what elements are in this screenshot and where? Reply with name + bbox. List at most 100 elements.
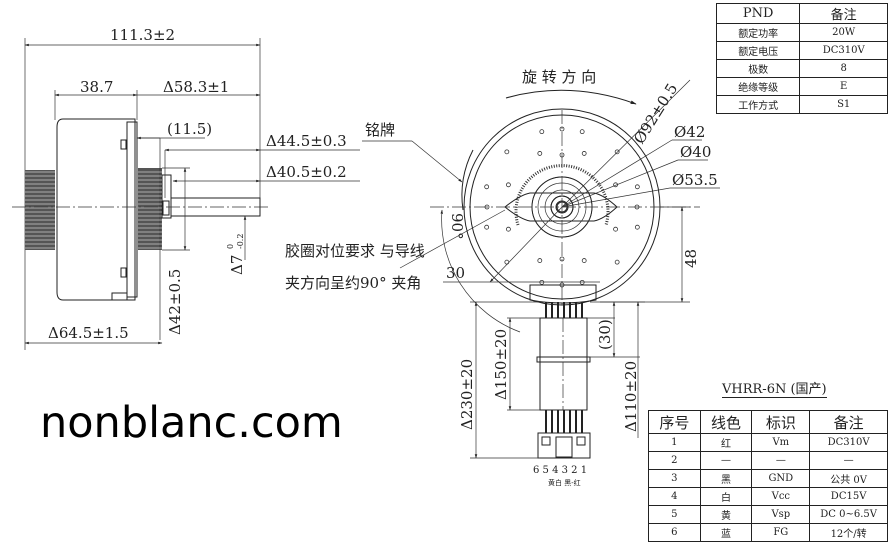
offset-label: (11.5) bbox=[167, 120, 212, 138]
rotation-direction-label: 旋 转 方 向 bbox=[522, 68, 596, 86]
table-cell: 5 bbox=[648, 505, 701, 524]
dim-44-label: Δ44.5±0.3 bbox=[266, 132, 347, 150]
cable-sleeve bbox=[539, 317, 588, 411]
dim-40-label: Δ40.5±0.2 bbox=[266, 163, 347, 181]
column-header: 备注 bbox=[799, 3, 888, 24]
dim-42-label: Δ42±0.5 bbox=[166, 269, 184, 335]
dim-64-label: Δ64.5±1.5 bbox=[48, 324, 129, 342]
pin-colors: 黄白 黑-红 bbox=[548, 478, 581, 487]
table-cell: 黑 bbox=[699, 469, 753, 488]
table-cell: 8 bbox=[799, 59, 888, 78]
cable-30-label: (30) bbox=[596, 319, 614, 350]
table-cell: 额定功率 bbox=[715, 23, 801, 42]
shaft-side-length-label: Δ58.3±1 bbox=[163, 78, 229, 96]
hole bbox=[504, 259, 510, 265]
hole bbox=[634, 224, 640, 230]
hole bbox=[506, 182, 511, 188]
table-cell: GND bbox=[751, 469, 811, 488]
table-row: 2——— bbox=[648, 451, 888, 470]
table-cell: 白 bbox=[699, 487, 753, 506]
table-cell: 额定电压 bbox=[715, 41, 801, 60]
rotation-arrow bbox=[505, 89, 637, 105]
table-cell: DC310V bbox=[809, 433, 888, 452]
table-cell: 12个/转 bbox=[809, 523, 888, 542]
table-cell: DC15V bbox=[809, 487, 888, 506]
table-cell: — bbox=[809, 451, 888, 470]
table-cell: FG bbox=[751, 523, 811, 542]
table-cell: — bbox=[751, 451, 811, 470]
hole bbox=[581, 151, 587, 156]
watermark: nonblanc.com bbox=[40, 398, 343, 448]
column-header: 序号 bbox=[648, 410, 701, 434]
table-cell: 黄 bbox=[699, 505, 753, 524]
table-cell: E bbox=[799, 77, 888, 96]
hole bbox=[504, 149, 510, 155]
cable-bracket bbox=[529, 284, 597, 304]
hole bbox=[537, 151, 543, 156]
angle-90-label: 90° bbox=[448, 213, 466, 240]
hole bbox=[539, 129, 545, 135]
table-cell: 极数 bbox=[715, 59, 801, 78]
cable-150-label: Δ150±20 bbox=[492, 329, 510, 400]
shaft-tol-upper: 0 bbox=[226, 244, 235, 249]
hole bbox=[614, 149, 620, 155]
cable-230-label: Δ230±20 bbox=[458, 359, 476, 430]
front-knurled-hub bbox=[138, 168, 162, 250]
pin-numbers: 6 5 4 3 2 1 bbox=[533, 465, 587, 476]
motor-body bbox=[56, 118, 136, 301]
table-cell: 3 bbox=[648, 469, 701, 488]
lead-wires bbox=[545, 302, 583, 433]
shaft-dia-label: Δ7 bbox=[228, 255, 246, 275]
connector-plug bbox=[537, 432, 591, 459]
dim-48-label: 48 bbox=[682, 249, 700, 268]
grommet-note-line1: 胶圈对位要求 与导线 bbox=[285, 242, 425, 260]
hole bbox=[581, 258, 587, 263]
table-cell: Vm bbox=[751, 433, 811, 452]
table-cell: 红 bbox=[699, 433, 753, 452]
nameplate-label: 铭牌 bbox=[365, 121, 395, 139]
nameplate-leader bbox=[411, 140, 463, 183]
table-cell: Vsp bbox=[751, 505, 811, 524]
hole bbox=[537, 258, 543, 263]
table-cell: DC 0~6.5V bbox=[809, 505, 888, 524]
hole bbox=[614, 259, 620, 265]
dim-30-label: 30 bbox=[446, 264, 465, 282]
table-cell: Vcc bbox=[751, 487, 811, 506]
column-header: 标识 bbox=[751, 410, 811, 434]
hole bbox=[613, 226, 618, 232]
table-cell: S1 bbox=[799, 95, 888, 114]
body-length-label: 38.7 bbox=[80, 78, 113, 96]
hole bbox=[634, 184, 640, 190]
side-view: 111.3±2 38.7 Δ58.3±1 (11.5) Δ44.5±0.3 bbox=[12, 26, 360, 350]
hole bbox=[579, 129, 585, 135]
table-cell: 工作方式 bbox=[715, 95, 801, 114]
dia-53-label: Ø53.5 bbox=[672, 171, 718, 189]
shaft-tol-lower: -0.2 bbox=[236, 234, 245, 249]
table-cell: 绝缘等级 bbox=[715, 77, 801, 96]
rear-knurled-hub bbox=[25, 170, 55, 250]
column-header: 线色 bbox=[699, 410, 753, 434]
table-cell: 6 bbox=[648, 523, 701, 542]
table-cell: 1 bbox=[648, 433, 701, 452]
overall-length-label: 111.3±2 bbox=[110, 26, 175, 44]
hole bbox=[484, 224, 490, 230]
hole bbox=[506, 226, 511, 232]
table-cell: 20W bbox=[799, 23, 888, 42]
table-cell: DC310V bbox=[799, 41, 888, 60]
table-header-row: 序号线色标识备注 bbox=[648, 410, 888, 434]
dia-40-label: Ø40 bbox=[680, 143, 711, 161]
column-header: 备注 bbox=[809, 410, 888, 434]
table-cell: — bbox=[699, 451, 753, 470]
